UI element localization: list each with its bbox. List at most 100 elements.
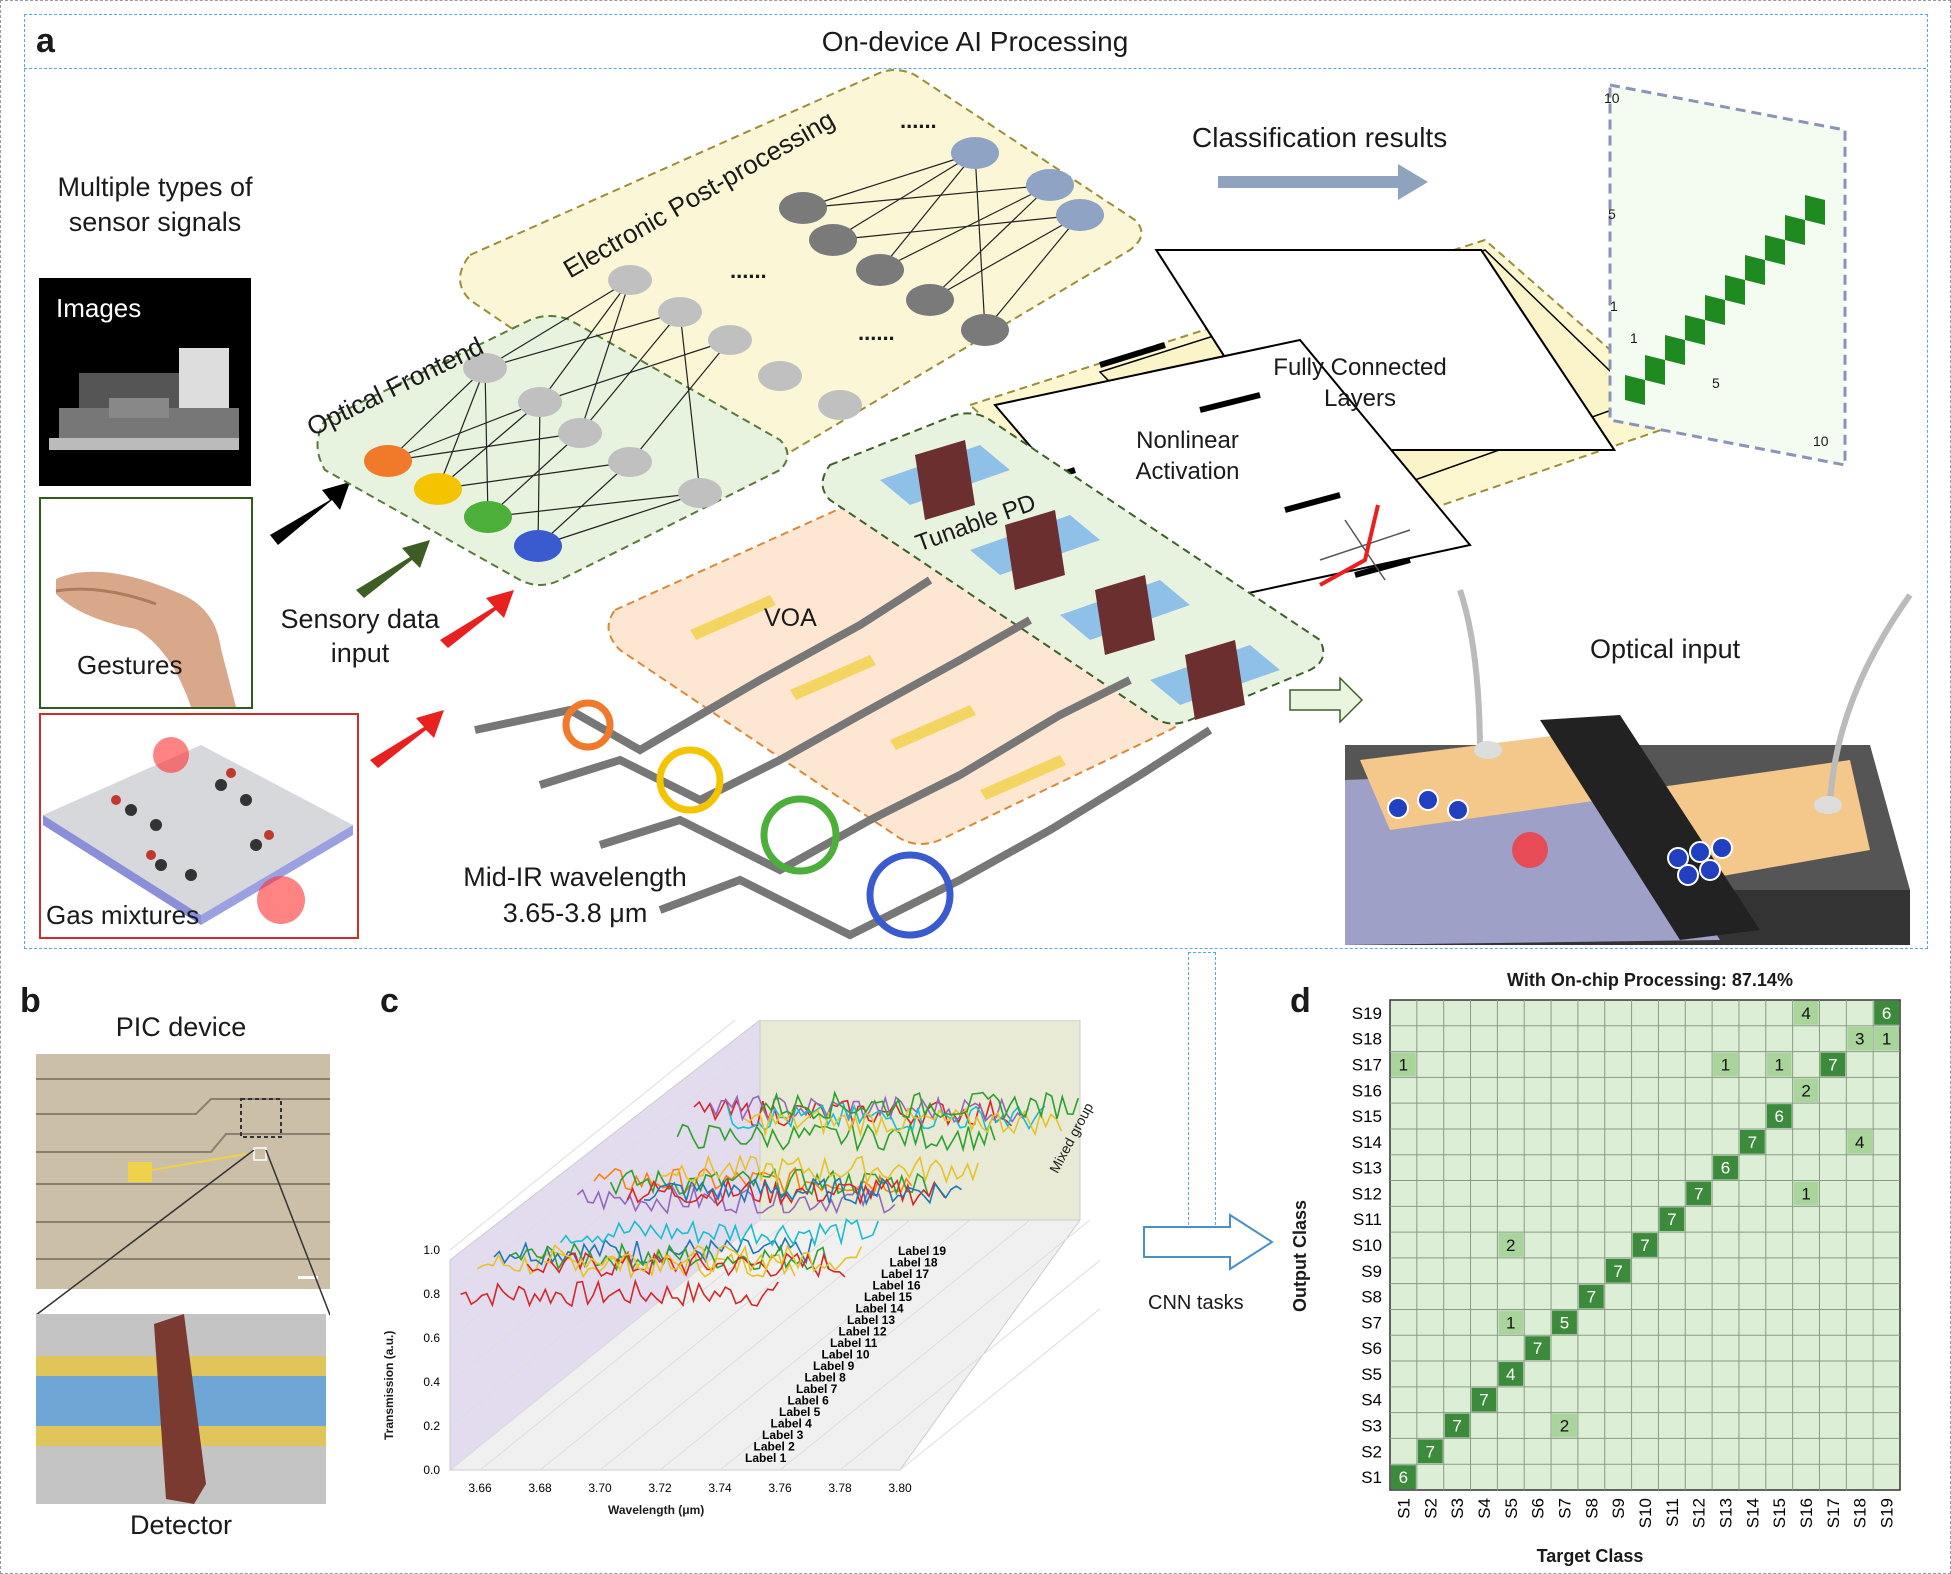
c-zlabel: Label 12 (839, 1325, 887, 1339)
cm-cell-value: 4 (1801, 1004, 1810, 1023)
mini-tick-y10: 10 (1604, 90, 1620, 106)
cm-cell-value: 1 (1801, 1184, 1810, 1203)
optical-frontend-region (316, 315, 789, 586)
c-series-line (593, 1166, 913, 1197)
cm-cell-value: 7 (1828, 1055, 1837, 1074)
pic-device-title: PIC device (115, 1012, 247, 1042)
c-zlabel: Label 14 (856, 1302, 904, 1316)
cm-ytick: S19 (1352, 1004, 1382, 1023)
c-series-line (476, 1248, 796, 1280)
cm-cell-value: 1 (1882, 1030, 1891, 1049)
c-xtick: 3.70 (588, 1481, 612, 1495)
cm-ytick: S2 (1361, 1442, 1382, 1461)
zoom-lines (36, 1150, 330, 1316)
c-series-line (643, 1176, 962, 1206)
c-ytick: 0.8 (423, 1287, 440, 1301)
cm-cell-value: 2 (1801, 1081, 1810, 1100)
c-xtick: 3.72 (648, 1481, 672, 1495)
cm-cell-offdiag (1713, 1052, 1738, 1077)
gestures-box (39, 497, 253, 709)
panel-b-letter: b (20, 982, 41, 1020)
cm-xtick: S4 (1475, 1498, 1494, 1519)
cm-cell-value: 1 (1774, 1055, 1783, 1074)
gas-chip-icon (43, 737, 353, 925)
cm-cell-value: 4 (1506, 1365, 1515, 1384)
c-zlabel: Label 6 (788, 1394, 830, 1408)
cm-xtick: S6 (1529, 1498, 1548, 1519)
cm-cell-diag (1739, 1129, 1765, 1154)
cm-cell-diag (1444, 1413, 1470, 1438)
cm-cell-diag (1391, 1465, 1416, 1489)
cm-cell-value: 7 (1694, 1184, 1703, 1203)
cm-cell-value: 1 (1721, 1055, 1730, 1074)
d-xlabel: Target Class (1536, 1546, 1644, 1566)
cm-cell-value: 7 (1667, 1210, 1676, 1229)
c-zlabel: Label 9 (813, 1359, 855, 1373)
cnn-tasks-label: CNN tasks (1148, 1292, 1244, 1314)
black-arrow-icon (270, 482, 350, 545)
cm-cell-value: 7 (1587, 1288, 1596, 1307)
cm-cell-offdiag (1391, 1052, 1416, 1077)
cm-cell-value: 4 (1855, 1133, 1864, 1152)
cm-cell-offdiag (1874, 1026, 1899, 1051)
ellipsis-1: ...... (900, 108, 937, 133)
c-zlabel: Label 13 (847, 1313, 895, 1327)
images-label: Images (56, 293, 142, 323)
cm-ytick: S8 (1361, 1288, 1382, 1307)
c-zlabel: Label 15 (864, 1290, 912, 1304)
cm-xtick: S9 (1609, 1498, 1628, 1519)
c-xtick: 3.74 (708, 1481, 732, 1495)
cm-xtick: S7 (1555, 1498, 1574, 1519)
c-zlabel: Label 5 (779, 1405, 821, 1419)
c-series-line (626, 1177, 946, 1207)
cm-cell-diag (1417, 1439, 1443, 1464)
panel-a-title-bar (24, 14, 1926, 69)
c-zlabel: Label 1 (745, 1451, 787, 1465)
cm-cell-value: 7 (1640, 1236, 1649, 1255)
cm-ytick: S11 (1353, 1210, 1382, 1229)
cm-cell-value: 7 (1748, 1133, 1757, 1152)
cnn-arrow-icon (1143, 1213, 1274, 1271)
cm-xtick: S3 (1448, 1498, 1467, 1519)
classification-arrow-icon (1218, 164, 1428, 200)
cm-xtick: S2 (1421, 1498, 1440, 1519)
mini-confusion-matrix (1608, 83, 1847, 467)
optical-input-device (1345, 589, 1913, 945)
mini-tick-y1: 1 (1610, 298, 1618, 314)
cm-cell-diag (1632, 1233, 1658, 1257)
c-series-line (543, 1244, 863, 1274)
cm-cell-diag (1713, 1155, 1738, 1180)
cm-ytick: S6 (1361, 1339, 1382, 1358)
red-arrow-gas-icon (370, 710, 444, 768)
images-thumbnail (39, 278, 251, 486)
cm-xtick: S14 (1743, 1498, 1762, 1528)
cm-cell-value: 7 (1479, 1391, 1488, 1410)
c-zlabel: Label 8 (805, 1371, 847, 1385)
c-series-line (660, 1153, 979, 1185)
midir-range: 3.65-3.8 μm (502, 898, 648, 928)
cm-cell-offdiag (1498, 1310, 1524, 1335)
cm-cell-value: 7 (1452, 1417, 1461, 1436)
cm-cell-value: 1 (1399, 1055, 1408, 1074)
hand-gesture-icon (55, 571, 236, 707)
cm-xtick: S8 (1582, 1498, 1601, 1519)
c-xtick: 3.66 (468, 1481, 492, 1495)
cm-cell-diag (1659, 1207, 1685, 1232)
c-xlabel: Wavelength (μm) (608, 1503, 705, 1517)
cm-ytick: S16 (1352, 1081, 1382, 1100)
cm-cell-value: 7 (1613, 1262, 1622, 1281)
cm-cell-offdiag (1847, 1129, 1873, 1154)
c-series-line (676, 1121, 996, 1153)
d-title: With On-chip Processing: 87.14% (1507, 970, 1793, 990)
c-series-line (759, 1090, 1079, 1121)
cm-xtick: S13 (1717, 1498, 1736, 1528)
cm-cell-diag (1820, 1052, 1846, 1077)
cm-ytick: S9 (1361, 1262, 1382, 1281)
voa-label: VOA (764, 604, 817, 632)
detector-label: Detector (129, 1510, 233, 1540)
cm-cell-diag (1578, 1284, 1604, 1309)
gas-mixtures-label: Gas mixtures (46, 900, 200, 930)
classification-label: Classification results (1192, 122, 1448, 153)
